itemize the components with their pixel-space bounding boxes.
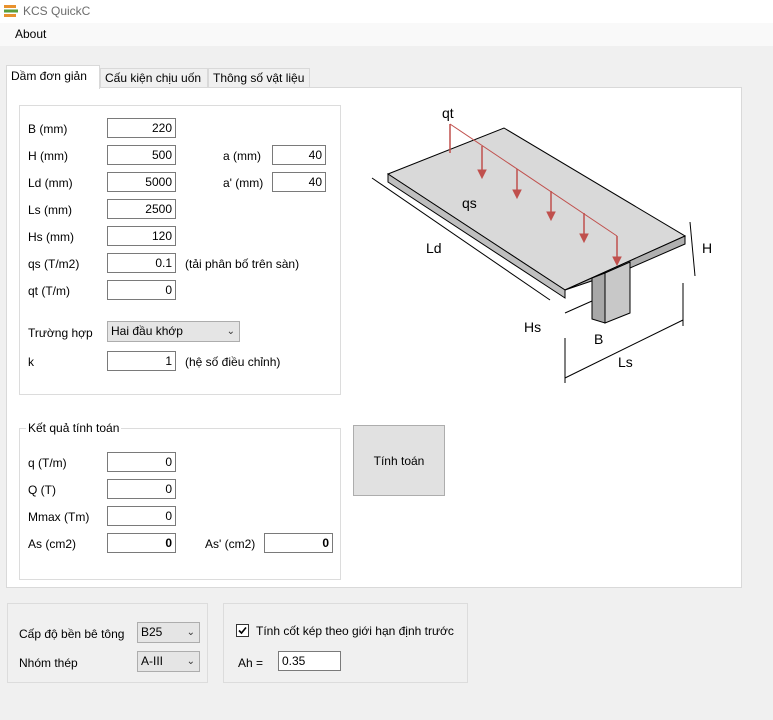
b-diagram-label: B — [594, 331, 603, 347]
h-diagram-label: H — [702, 240, 712, 256]
title-bar: KCS QuickC — [0, 0, 773, 23]
qs-input[interactable]: 0.1 — [107, 253, 176, 273]
double-reinforcement-checkbox[interactable] — [236, 624, 249, 637]
double-reinforcement-label: Tính cốt kép theo giới hạn định trước — [256, 624, 454, 638]
steel-select[interactable]: A-III ⌄ — [137, 651, 200, 672]
concrete-label: Cấp độ bền bê tông — [19, 627, 125, 641]
a-input[interactable]: 40 — [272, 145, 326, 165]
as-label: As (cm2) — [28, 537, 76, 551]
qs-note: (tải phân bố trên sàn) — [185, 257, 300, 271]
qt-input[interactable]: 0 — [107, 280, 176, 300]
h-input[interactable]: 500 — [107, 145, 176, 165]
qt-diagram-label: qt — [442, 105, 454, 121]
concrete-select-value: B25 — [141, 625, 163, 639]
chevron-down-icon: ⌄ — [186, 656, 195, 667]
hs-input[interactable]: 120 — [107, 226, 176, 246]
b-label: B (mm) — [28, 122, 68, 136]
b-input[interactable]: 220 — [107, 118, 176, 138]
k-label: k — [28, 355, 34, 369]
shear-output: 0 — [107, 479, 176, 499]
ld-diagram-label: Ld — [426, 240, 442, 256]
as-prime-label: As' (cm2) — [205, 537, 256, 551]
ld-label: Ld (mm) — [28, 176, 73, 190]
input-group: B (mm) 220 H (mm) 500 Ld (mm) 5000 Ls (m… — [19, 105, 341, 395]
calculate-button[interactable]: Tính toán — [353, 425, 445, 496]
window-title: KCS QuickC — [23, 4, 91, 18]
menu-bar: About — [0, 23, 773, 46]
steel-label: Nhóm thép — [19, 656, 78, 670]
as-prime-output: 0 — [264, 533, 333, 553]
ld-input[interactable]: 5000 — [107, 172, 176, 192]
qs-diagram-label: qs — [462, 195, 477, 211]
results-title: Kết quả tính toán — [26, 421, 122, 435]
hs-diagram-label: Hs — [524, 319, 541, 335]
q-output: 0 — [107, 452, 176, 472]
a-prime-label: a' (mm) — [223, 176, 264, 190]
ls-input[interactable]: 2500 — [107, 199, 176, 219]
options-group: Tính cốt kép theo giới hạn định trước Ah… — [223, 603, 468, 683]
a-label: a (mm) — [223, 149, 261, 163]
mmax-output: 0 — [107, 506, 176, 526]
qs-label: qs (T/m2) — [28, 257, 80, 271]
tab-simple-beam[interactable]: Dầm đơn giản — [6, 65, 100, 89]
h-label: H (mm) — [28, 149, 68, 163]
material-group: Cấp độ bền bê tông B25 ⌄ Nhóm thép A-III… — [7, 603, 208, 683]
ah-label: Ah = — [238, 656, 264, 670]
hs-label: Hs (mm) — [28, 230, 74, 244]
q-label: q (T/m) — [28, 456, 67, 470]
case-select[interactable]: Hai đầu khớp ⌄ — [107, 321, 240, 342]
k-note: (hệ số điều chỉnh) — [185, 355, 281, 369]
mmax-label: Mmax (Tm) — [28, 510, 90, 524]
ls-label: Ls (mm) — [28, 203, 72, 217]
tab-flexural-member[interactable]: Cấu kiện chịu uốn — [100, 68, 208, 88]
tab-material-params[interactable]: Thông số vật liệu — [208, 68, 310, 88]
chevron-down-icon: ⌄ — [186, 627, 195, 638]
case-label: Trường hợp — [28, 326, 93, 340]
beam-diagram: qt qs Ld H Hs B Ls — [371, 105, 712, 383]
chevron-down-icon: ⌄ — [226, 326, 235, 337]
concrete-select[interactable]: B25 ⌄ — [137, 622, 200, 643]
shear-label: Q (T) — [28, 483, 56, 497]
case-select-value: Hai đầu khớp — [111, 324, 183, 338]
app-logo-icon — [4, 5, 18, 17]
tab-page-simple-beam: B (mm) 220 H (mm) 500 Ld (mm) 5000 Ls (m… — [6, 87, 742, 588]
load-arrows — [449, 123, 622, 267]
qt-label: qt (T/m) — [28, 284, 70, 298]
as-output: 0 — [107, 533, 176, 553]
k-input[interactable]: 1 — [107, 351, 176, 371]
results-group: Kết quả tính toán q (T/m) 0 Q (T) 0 Mmax… — [19, 421, 341, 580]
steel-select-value: A-III — [141, 654, 164, 668]
ls-diagram-label: Ls — [618, 354, 633, 370]
checkmark-icon — [238, 626, 247, 635]
a-prime-input[interactable]: 40 — [272, 172, 326, 192]
ah-input[interactable]: 0.35 — [278, 651, 341, 671]
menu-about[interactable]: About — [15, 27, 47, 41]
